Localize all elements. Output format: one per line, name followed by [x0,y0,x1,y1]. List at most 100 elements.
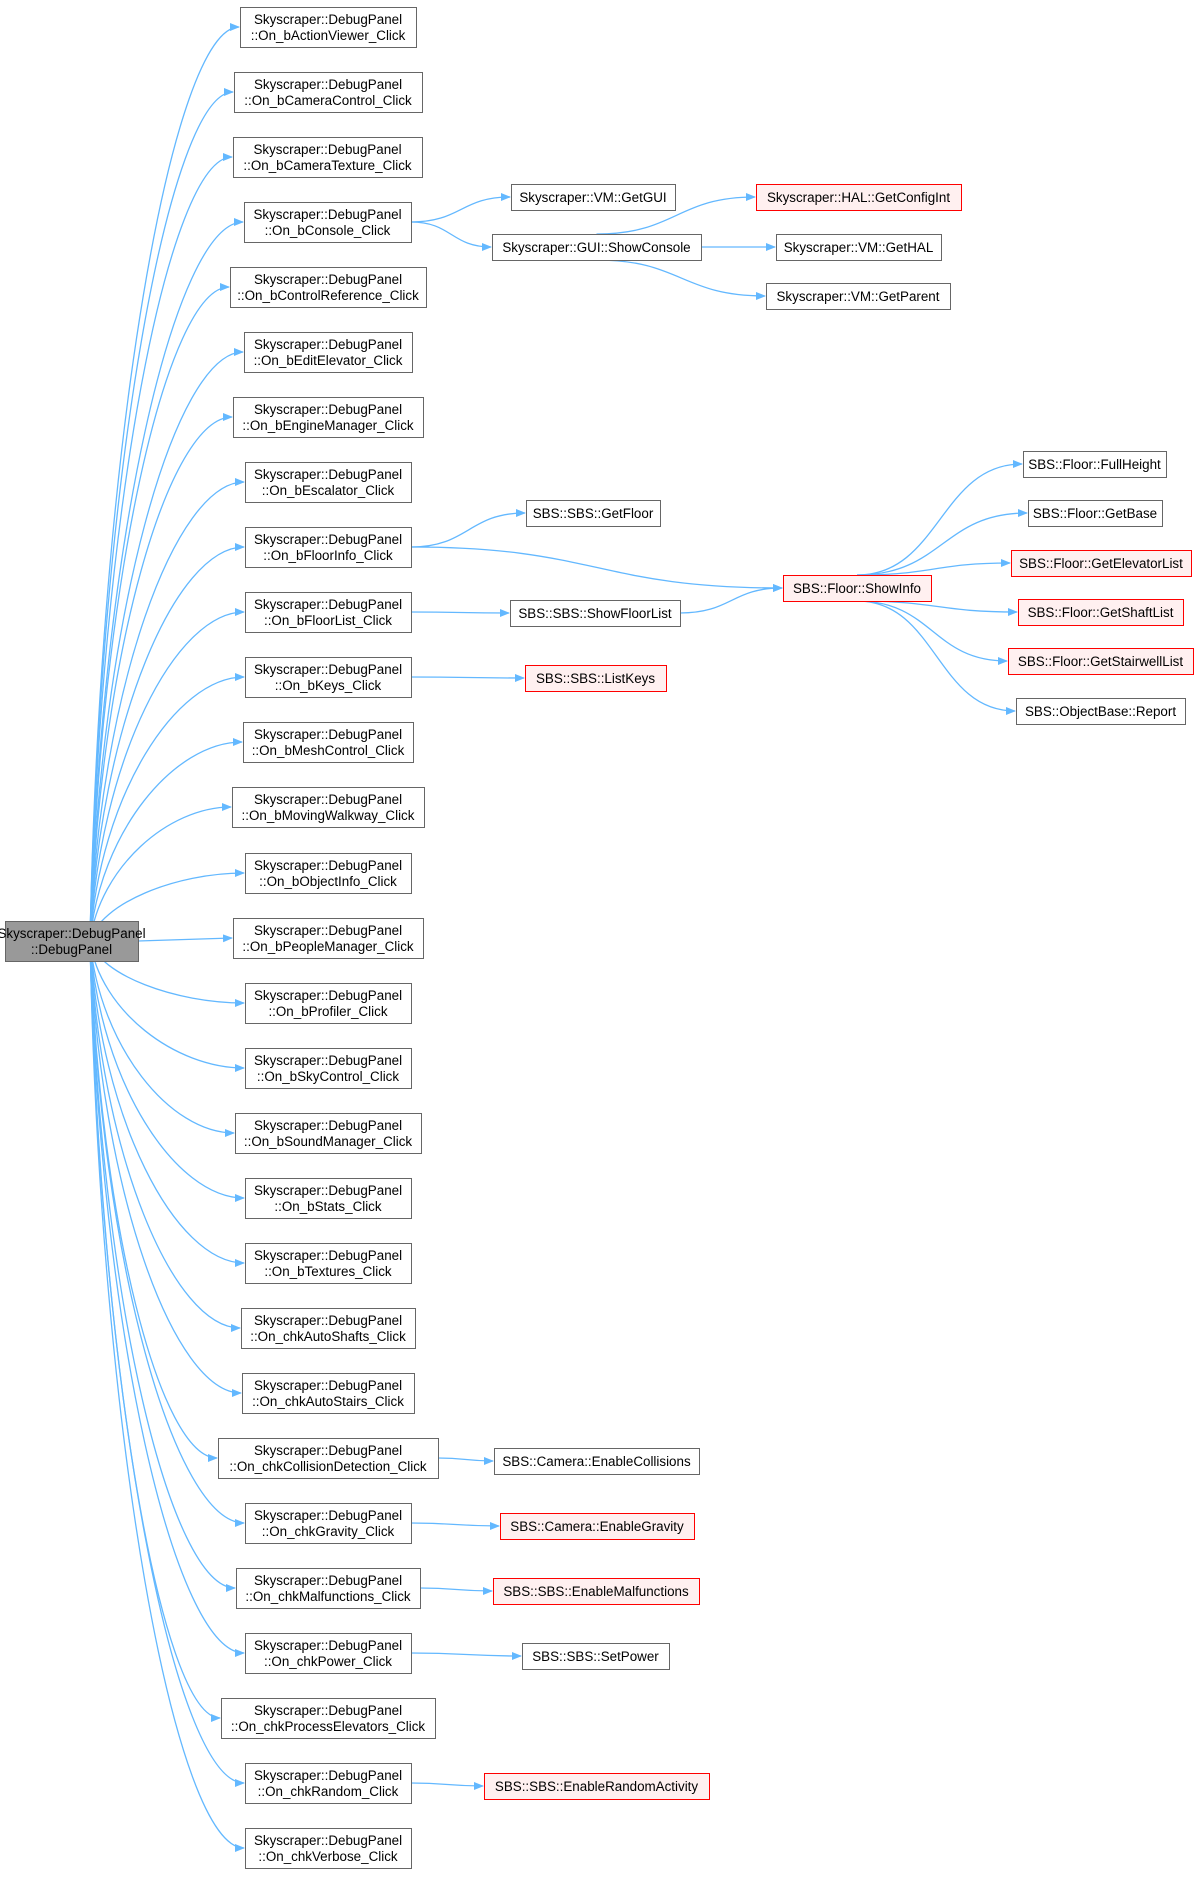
node-n-keys[interactable]: Skyscraper::DebugPanel::On_bKeys_Click [245,657,412,698]
node-n-gravity[interactable]: Skyscraper::DebugPanel::On_chkGravity_Cl… [245,1503,412,1544]
node-label-line: SBS::SBS::EnableRandomActivity [495,1779,698,1794]
node-floor-fullheight[interactable]: SBS::Floor::FullHeight [1023,451,1167,478]
node-label-line: ::On_bKeys_Click [275,678,382,693]
node-label-line: SBS::SBS::GetFloor [533,506,654,521]
node-n-peoplemanager[interactable]: Skyscraper::DebugPanel::On_bPeopleManage… [233,918,424,959]
node-n-random[interactable]: Skyscraper::DebugPanel::On_chkRandom_Cli… [245,1763,412,1804]
node-n-actionviewer[interactable]: Skyscraper::DebugPanel::On_bActionViewer… [240,7,417,48]
node-vm-getparent[interactable]: Skyscraper::VM::GetParent [766,283,951,310]
node-n-profiler[interactable]: Skyscraper::DebugPanel::On_bProfiler_Cli… [245,983,412,1024]
node-box [511,184,676,211]
edge-root-to-n-gravity [89,940,245,1527]
node-box [245,1048,412,1089]
node-box [510,600,681,627]
node-box [240,7,417,48]
node-box [234,72,423,113]
node-label-line: Skyscraper::DebugPanel [254,988,402,1003]
node-box [493,1578,700,1605]
node-n-floorlist[interactable]: Skyscraper::DebugPanel::On_bFloorList_Cl… [245,592,412,633]
node-label-line: SBS::SBS::ShowFloorList [518,606,672,621]
node-vm-gethal[interactable]: Skyscraper::VM::GetHAL [776,234,942,261]
node-n-soundmanager[interactable]: Skyscraper::DebugPanel::On_bSoundManager… [235,1113,422,1154]
node-n-collision[interactable]: Skyscraper::DebugPanel::On_chkCollisionD… [218,1438,439,1479]
node-n-console[interactable]: Skyscraper::DebugPanel::On_bConsole_Clic… [244,202,412,243]
node-n-stats[interactable]: Skyscraper::DebugPanel::On_bStats_Click [245,1178,412,1219]
node-label-line: Skyscraper::DebugPanel [254,858,402,873]
node-floor-getelevatorlist[interactable]: SBS::Floor::GetElevatorList [1011,550,1192,577]
node-box [221,1698,436,1739]
node-n-malfunctions[interactable]: Skyscraper::DebugPanel::On_chkMalfunctio… [236,1568,421,1609]
node-vm-getgui[interactable]: Skyscraper::VM::GetGUI [511,184,676,211]
node-hal-getconfigint[interactable]: Skyscraper::HAL::GetConfigInt [756,184,962,211]
edge-root-to-n-power [89,940,245,1657]
node-label-line: Skyscraper::DebugPanel [253,142,401,157]
node-n-skycontrol[interactable]: Skyscraper::DebugPanel::On_bSkyControl_C… [245,1048,412,1089]
node-n-autoshafts[interactable]: Skyscraper::DebugPanel::On_chkAutoShafts… [241,1308,416,1349]
edge-root-to-n-autostairs [89,940,242,1397]
node-box [484,1773,710,1800]
node-n-floorinfo[interactable]: Skyscraper::DebugPanel::On_bFloorInfo_Cl… [245,527,412,568]
node-n-enginemanager[interactable]: Skyscraper::DebugPanel::On_bEngineManage… [233,397,424,438]
node-floor-getstairwelllist[interactable]: SBS::Floor::GetStairwellList [1008,648,1194,675]
node-sbs-enablemalfunctions[interactable]: SBS::SBS::EnableMalfunctions [493,1578,700,1605]
node-camera-enablecollisions[interactable]: SBS::Camera::EnableCollisions [494,1448,700,1475]
node-label-line: Skyscraper::DebugPanel [254,792,402,807]
node-camera-enablegravity[interactable]: SBS::Camera::EnableGravity [500,1513,695,1540]
node-n-cameracontrol[interactable]: Skyscraper::DebugPanel::On_bCameraContro… [234,72,423,113]
node-label-line: ::On_bFloorInfo_Click [263,548,393,563]
edge-root-to-n-textures [89,940,245,1267]
node-box [522,1643,670,1670]
node-n-verbose[interactable]: Skyscraper::DebugPanel::On_chkVerbose_Cl… [245,1828,412,1869]
node-label-line: SBS::Floor::GetElevatorList [1019,556,1183,571]
node-box [5,921,139,962]
node-label-line: SBS::Camera::EnableGravity [510,1519,684,1534]
node-n-editelevator[interactable]: Skyscraper::DebugPanel::On_bEditElevator… [244,332,413,373]
node-label-line: ::On_bControlReference_Click [237,288,419,303]
node-label-line: SBS::Floor::FullHeight [1028,457,1161,472]
node-label-line: SBS::ObjectBase::Report [1025,704,1176,719]
node-label-line: ::On_chkCollisionDetection_Click [229,1459,427,1474]
node-box [1018,599,1184,626]
node-n-movingwalkway[interactable]: Skyscraper::DebugPanel::On_bMovingWalkwa… [232,787,425,828]
edge-root-to-n-cameratexture [89,153,233,942]
node-box [245,983,412,1024]
node-sbs-setpower[interactable]: SBS::SBS::SetPower [522,1643,670,1670]
node-root[interactable]: Skyscraper::DebugPanel::DebugPanel [0,921,146,962]
node-n-textures[interactable]: Skyscraper::DebugPanel::On_bTextures_Cli… [245,1243,412,1284]
node-n-cameratexture[interactable]: Skyscraper::DebugPanel::On_bCameraTextur… [233,137,423,178]
node-label-line: Skyscraper::DebugPanel [0,926,146,941]
node-box [1008,648,1194,675]
node-floor-getbase[interactable]: SBS::Floor::GetBase [1028,500,1163,527]
node-label-line: ::On_chkAutoStairs_Click [252,1394,404,1409]
node-box [756,184,962,211]
node-objectbase-report[interactable]: SBS::ObjectBase::Report [1016,698,1186,725]
node-box [241,1308,416,1349]
node-n-controlref[interactable]: Skyscraper::DebugPanel::On_bControlRefer… [230,267,427,308]
node-n-meshcontrol[interactable]: Skyscraper::DebugPanel::On_bMeshControl_… [243,722,414,763]
node-n-objectinfo[interactable]: Skyscraper::DebugPanel::On_bObjectInfo_C… [245,853,412,894]
node-floor-showinfo[interactable]: SBS::Floor::ShowInfo [783,575,932,602]
edge-gui-showconsole-to-hal-getconfigint [596,193,756,235]
node-floor-getshaftlist[interactable]: SBS::Floor::GetShaftList [1018,599,1184,626]
edge-root-to-n-soundmanager [89,940,235,1137]
node-label-line: Skyscraper::DebugPanel [254,1703,402,1718]
node-n-power[interactable]: Skyscraper::DebugPanel::On_chkPower_Clic… [245,1633,412,1674]
node-sbs-enablerandomactivity[interactable]: SBS::SBS::EnableRandomActivity [484,1773,710,1800]
node-sbs-listkeys[interactable]: SBS::SBS::ListKeys [525,665,667,692]
node-label-line: Skyscraper::DebugPanel [254,1638,402,1653]
node-box [244,332,413,373]
node-label-line: Skyscraper::DebugPanel [254,1053,402,1068]
edge-root-to-n-stats [89,940,245,1202]
edge-n-console-to-vm-getgui [410,193,511,223]
node-n-processelevators[interactable]: Skyscraper::DebugPanel::On_chkProcessEle… [221,1698,436,1739]
edge-root-to-n-skycontrol [89,940,245,1072]
node-label-line: ::On_bSoundManager_Click [244,1134,413,1149]
node-sbs-getfloor[interactable]: SBS::SBS::GetFloor [526,500,661,527]
node-label-line: ::On_bProfiler_Click [268,1004,387,1019]
node-label-line: SBS::Floor::GetBase [1033,506,1157,521]
node-gui-showconsole[interactable]: Skyscraper::GUI::ShowConsole [492,234,702,261]
node-n-escalator[interactable]: Skyscraper::DebugPanel::On_bEscalator_Cl… [245,462,412,503]
node-sbs-showfloorlist[interactable]: SBS::SBS::ShowFloorList [510,600,681,627]
node-n-autostairs[interactable]: Skyscraper::DebugPanel::On_chkAutoStairs… [242,1373,415,1414]
